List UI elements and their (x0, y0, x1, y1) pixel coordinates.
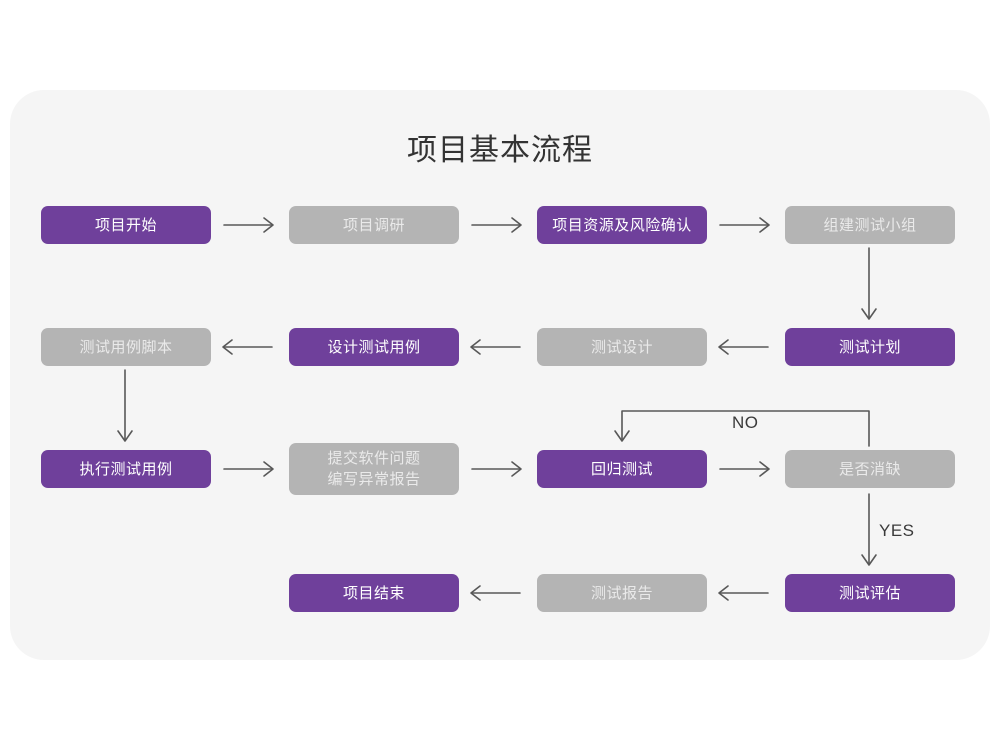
edge-label-no: NO (732, 413, 759, 432)
node-build-test-team[interactable]: 组建测试小组 (785, 206, 955, 244)
flowchart-panel (10, 90, 990, 660)
node-regression-test[interactable]: 回归测试 (537, 450, 707, 488)
node-test-report[interactable]: 测试报告 (537, 574, 707, 612)
node-execute-test-case[interactable]: 执行测试用例 (41, 450, 211, 488)
node-test-plan[interactable]: 测试计划 (785, 328, 955, 366)
edge-label-yes: YES (879, 521, 915, 540)
node-project-end[interactable]: 项目结束 (289, 574, 459, 612)
node-design-test-case[interactable]: 设计测试用例 (289, 328, 459, 366)
node-project-survey[interactable]: 项目调研 (289, 206, 459, 244)
node-test-evaluation[interactable]: 测试评估 (785, 574, 955, 612)
node-project-start[interactable]: 项目开始 (41, 206, 211, 244)
node-test-design[interactable]: 测试设计 (537, 328, 707, 366)
node-defect-cleared-decision[interactable]: 是否消缺 (785, 450, 955, 488)
node-resource-risk-confirm[interactable]: 项目资源及风险确认 (537, 206, 707, 244)
page-title: 项目基本流程 (407, 134, 593, 167)
node-test-case-script[interactable]: 测试用例脚本 (41, 328, 211, 366)
node-submit-issue-write-report[interactable]: 提交软件问题 编写异常报告 (289, 443, 459, 495)
